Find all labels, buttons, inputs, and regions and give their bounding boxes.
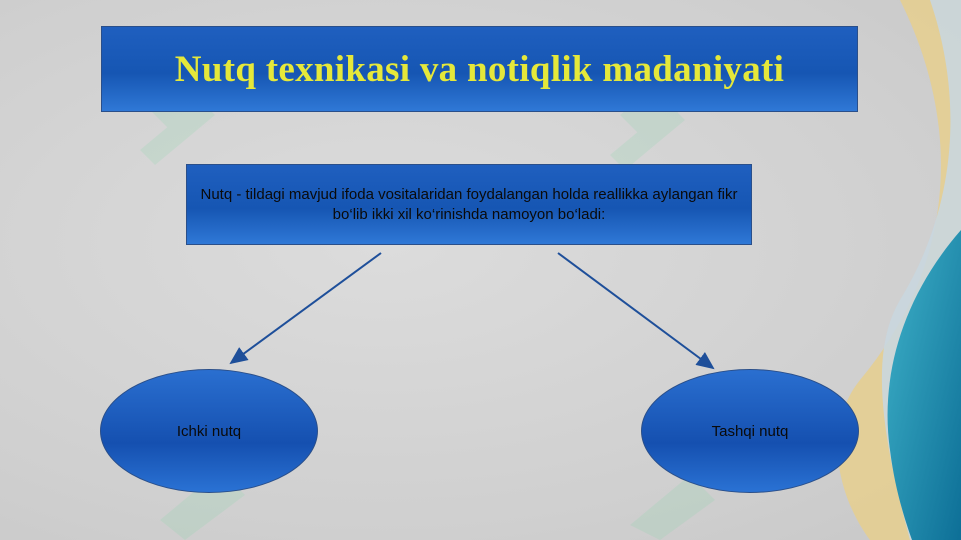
- ellipse-inner-speech: Ichki nutq: [100, 369, 318, 493]
- ellipse-outer-speech: Tashqi nutq: [641, 369, 859, 493]
- ellipse-label-outer: Tashqi nutq: [711, 422, 789, 440]
- definition-box: Nutq - tildagi mavjud ifoda vositalarida…: [186, 164, 752, 245]
- slide-title: Nutq texnikasi va notiqlik madaniyati: [174, 48, 785, 90]
- definition-text: Nutq - tildagi mavjud ifoda vositalarida…: [200, 186, 738, 223]
- title-box: Nutq texnikasi va notiqlik madaniyati: [101, 26, 858, 112]
- teal-swoosh: [887, 230, 961, 540]
- ellipse-label-inner: Ichki nutq: [176, 422, 242, 440]
- arrow-right: [557, 252, 715, 370]
- arrow-left: [229, 252, 382, 365]
